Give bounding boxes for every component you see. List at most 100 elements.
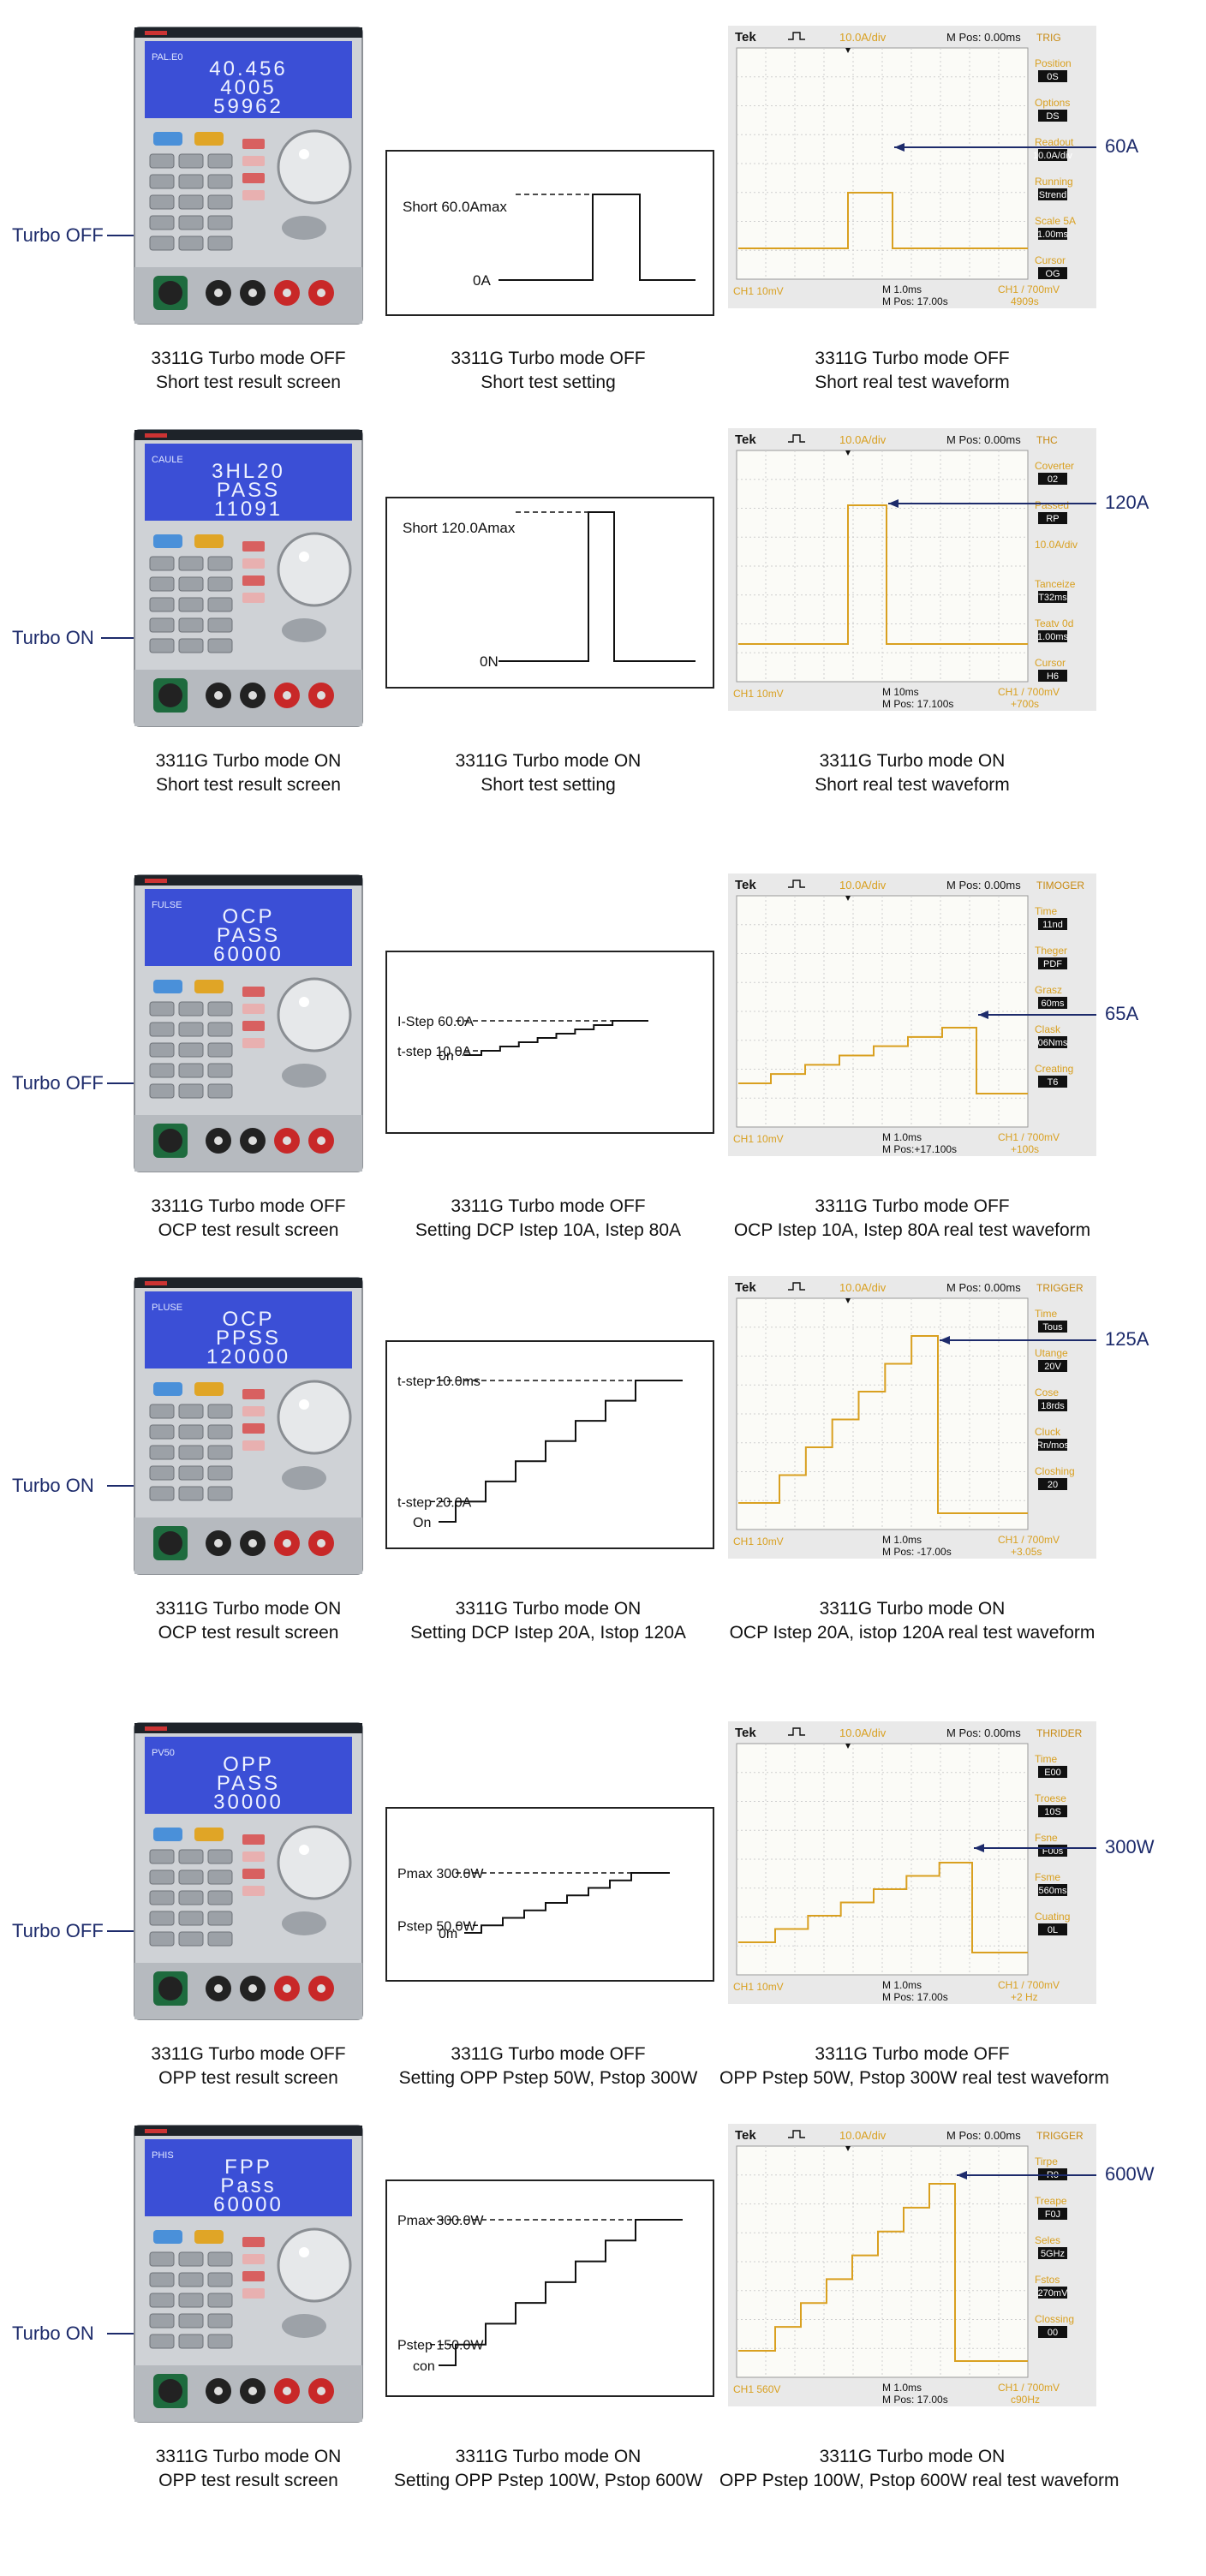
caption-line: Short real test waveform [815, 373, 1010, 392]
trigger-icon [788, 2130, 805, 2138]
panel-button [178, 2293, 204, 2308]
panel-button [242, 987, 265, 997]
scope-brand: Tek [735, 2128, 756, 2143]
setting-staircase [439, 1380, 683, 1523]
panel-button [178, 1486, 204, 1501]
panel-button [149, 174, 175, 189]
caption-line: Short test setting [481, 373, 616, 392]
scope-channel: CH1 10mV [733, 285, 784, 297]
caption-line: 3311G Turbo mode OFF [815, 2044, 1010, 2064]
panel-button [149, 1486, 175, 1501]
panel-button [149, 1931, 175, 1947]
scope-menu-value-box [1038, 2326, 1067, 2338]
scope-menu-value-box [1038, 473, 1067, 485]
scope-channel: CH1 10mV [733, 1535, 784, 1547]
panel-button [178, 236, 204, 251]
panel-button [207, 153, 233, 169]
scope-trigger-level: CH1 / 700mV [998, 1131, 1060, 1143]
panel-button [178, 617, 204, 633]
turbo-pointer-line [107, 2333, 148, 2334]
peak-label: 600W [1105, 2163, 1155, 2185]
scope-freq: +3.05s [1011, 1546, 1042, 1558]
caption-line: 3311G Turbo mode ON [155, 1599, 342, 1619]
caption-line: OPP Pstep 50W, Pstop 300W real test wave… [719, 2068, 1109, 2088]
scope-menu-value-box [1038, 149, 1067, 161]
lcd-line: OPP [223, 1753, 274, 1776]
lcd-line: 60000 [213, 943, 284, 966]
panel-button [242, 1406, 265, 1416]
lcd-screen [145, 41, 352, 118]
panel-button [242, 1869, 265, 1879]
scope-menu-value: 00 [1048, 2328, 1058, 2338]
caption-waveform: 3311G Turbo mode OFF OPP Pstep 50W, Pstop… [719, 2042, 1109, 2090]
caption-line: Setting OPP Pstep 50W, Pstop 300W [398, 2068, 698, 2088]
scope-channel: CH1 560V [733, 2383, 780, 2395]
panel-button [149, 153, 175, 169]
scope-mpos-bottom: M Pos: -17.00s [882, 1546, 952, 1558]
scope-menu-value-box [1038, 1399, 1067, 1411]
scope-menu-label: Position [1035, 57, 1072, 69]
panel-button [207, 1849, 233, 1864]
trigger-icon [788, 1727, 805, 1736]
scope-timebase: M 1.0ms [882, 1534, 922, 1546]
setting-label-base: On [413, 1516, 431, 1530]
lcd-mode: CAULE [152, 455, 183, 465]
scope-waveform [738, 2183, 1028, 2362]
scope-waveform [738, 192, 1028, 249]
scope-menu-value-box [1038, 1766, 1067, 1778]
setting-label-step: t-step 10.0A [397, 1045, 472, 1059]
panel-button [149, 1849, 175, 1864]
panel-button [207, 576, 233, 592]
scope-brand: Tek [735, 878, 756, 892]
lcd-line: PPSS [216, 1327, 281, 1350]
scope-mode: TRIG [1036, 32, 1061, 44]
panel-button [178, 2313, 204, 2329]
caption-line: Short test setting [481, 775, 616, 795]
panel-button [149, 215, 175, 230]
panel-button [178, 1869, 204, 1885]
scope-trigger-level: CH1 / 700mV [998, 1534, 1060, 1546]
caption-line: 3311G Turbo mode OFF [451, 1196, 646, 1216]
scope-timebase: M 1.0ms [882, 1131, 922, 1143]
panel-button [178, 1424, 204, 1440]
caption-line: 3311G Turbo mode ON [155, 2447, 342, 2466]
panel-button [194, 1828, 224, 1841]
scope-freq: 4909s [1011, 295, 1039, 307]
arrow-icon [888, 499, 899, 508]
scope-channel: CH1 10mV [733, 1133, 784, 1145]
scope-mode: TIMOGER [1036, 880, 1084, 891]
scope-waveform [738, 1335, 1028, 1514]
panel-button [242, 2254, 265, 2264]
setting-label-base: 0n [439, 1049, 454, 1064]
turbo-pointer-line [107, 235, 148, 236]
scope-mpos: M Pos: 0.00ms [946, 2129, 1021, 2142]
lcd-line: PASS [217, 479, 280, 502]
lcd-mode: PLUSE [152, 1303, 182, 1313]
scope-menu-value-box [1038, 997, 1067, 1009]
scope-volts-div: 10.0A/div [839, 31, 887, 44]
scope-channel: CH1 10mV [733, 688, 784, 700]
scope-menu-value-box [1038, 957, 1067, 969]
scope-menu-value: 0S [1047, 72, 1058, 82]
rotary-knob [277, 1380, 352, 1455]
caption-line: 3311G Turbo mode ON [819, 1599, 1006, 1619]
peak-label: 65A [1105, 1003, 1139, 1024]
scope-waveform [738, 1862, 1028, 1953]
panel-button [149, 2272, 175, 2287]
trigger-marker-icon [845, 48, 851, 53]
scope-menu-value-box [1038, 1321, 1067, 1333]
